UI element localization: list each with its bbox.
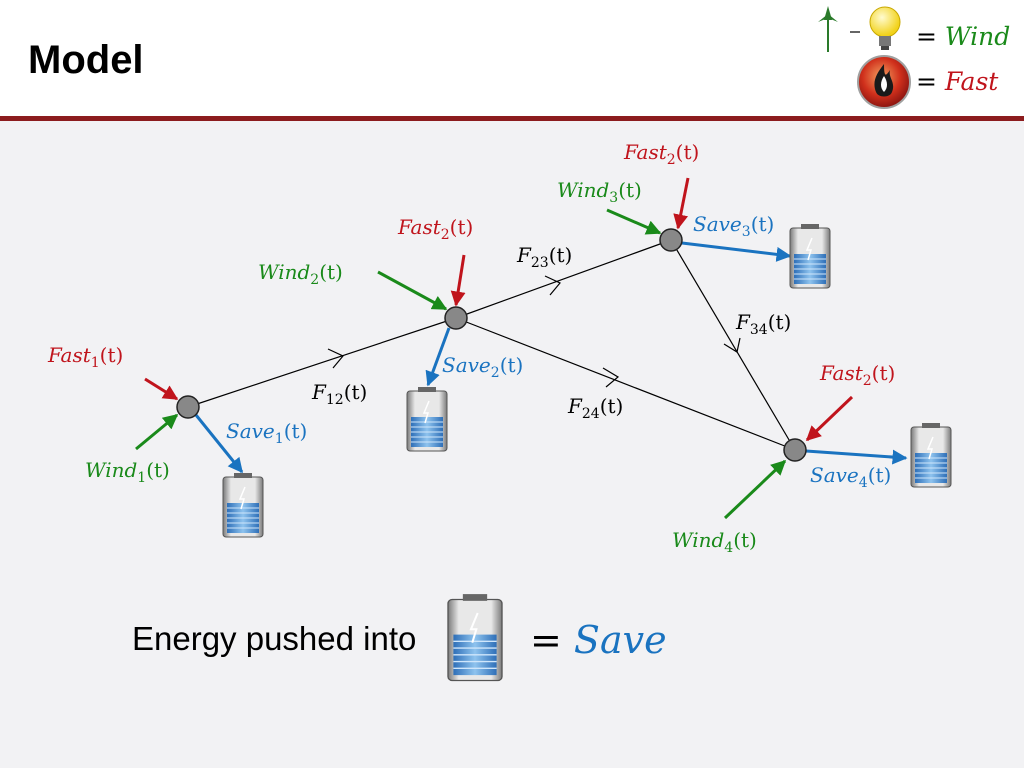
battery-4-icon bbox=[910, 422, 952, 488]
node-2 bbox=[444, 306, 468, 330]
node-1-group: Fast1(t) Wind1(t) Save1(t) bbox=[47, 343, 307, 538]
wind-3-arrow bbox=[606, 208, 662, 235]
fast-1-label: Fast1(t) bbox=[47, 343, 123, 371]
footer-equation: = Save bbox=[530, 618, 667, 662]
legend: = Wind = Fast bbox=[816, 2, 1010, 110]
node-3-group: Fast2(t) Wind3(t) Save3(t) bbox=[557, 140, 831, 289]
node-4-group: Fast2(t) Wind4(t) Save4(t) bbox=[672, 361, 952, 556]
wind-4-label: Wind4(t) bbox=[672, 528, 757, 556]
fast-1-arrow bbox=[144, 377, 179, 401]
legend-fast-eq: = bbox=[916, 67, 945, 96]
lightbulb-icon bbox=[864, 2, 906, 54]
wind-2-arrow bbox=[377, 270, 448, 311]
legend-wind-label: Wind bbox=[945, 22, 1010, 51]
wind-1-arrow bbox=[135, 413, 179, 451]
save-4-label: Save4(t) bbox=[810, 463, 891, 491]
footer-text: Energy pushed into bbox=[132, 620, 417, 657]
slide-header: Model bbox=[0, 0, 1024, 118]
save-4-arrow bbox=[805, 449, 908, 465]
edge-1-2-arrow bbox=[327, 348, 344, 369]
battery-3-icon bbox=[789, 223, 831, 289]
edges bbox=[187, 239, 796, 451]
edge-2-3 bbox=[455, 239, 672, 319]
save-3-label: Save3(t) bbox=[693, 212, 774, 240]
edge-3-4 bbox=[670, 239, 796, 451]
save-2-label: Save2(t) bbox=[442, 353, 523, 381]
fire-icon bbox=[856, 55, 912, 110]
wind-2-label: Wind2(t) bbox=[258, 260, 343, 288]
slide-title: Model bbox=[28, 38, 144, 82]
legend-fast-label: Fast bbox=[944, 67, 999, 96]
fast-3-label: Fast2(t) bbox=[623, 140, 699, 168]
wind-1-label: Wind1(t) bbox=[85, 458, 170, 486]
edge-2-4-arrow bbox=[602, 367, 620, 388]
edge-3-4-arrow bbox=[723, 337, 741, 353]
footer-battery-icon bbox=[446, 593, 504, 682]
battery-2-icon bbox=[406, 386, 448, 452]
header-divider bbox=[0, 116, 1024, 121]
wind-3-label: Wind3(t) bbox=[557, 178, 642, 206]
footer-save-label: Save bbox=[574, 618, 667, 662]
battery-1-icon bbox=[222, 472, 264, 538]
legend-wind-eq: = bbox=[916, 22, 945, 51]
edge-2-3-arrow bbox=[544, 275, 561, 296]
node-1 bbox=[176, 395, 200, 419]
fast-4-arrow bbox=[805, 395, 854, 442]
edge-1-2 bbox=[187, 317, 457, 408]
node-2-group: Fast2(t) Wind2(t) Save2(t) bbox=[258, 215, 523, 452]
wind-turbine-icon bbox=[816, 4, 840, 54]
edge-label-34: F34(t) bbox=[735, 310, 791, 338]
fast-2-arrow bbox=[450, 254, 466, 307]
legend-wind-equals: = Wind bbox=[916, 22, 1010, 51]
fast-3-arrow bbox=[673, 177, 690, 230]
edge-label-23: F23(t) bbox=[516, 243, 572, 271]
fast-4-label: Fast2(t) bbox=[819, 361, 895, 389]
edge-2-4 bbox=[455, 317, 796, 451]
save-2-arrow bbox=[425, 327, 451, 387]
save-1-label: Save1(t) bbox=[226, 419, 307, 447]
save-1-arrow bbox=[194, 414, 244, 474]
node-3 bbox=[659, 228, 683, 252]
save-3-arrow bbox=[681, 241, 792, 262]
wind-4-arrow bbox=[723, 459, 787, 520]
footer-eq: = bbox=[530, 618, 574, 662]
edge-label-12: F12(t) bbox=[311, 380, 367, 408]
legend-fast-equals: = Fast bbox=[916, 67, 999, 96]
node-4 bbox=[783, 438, 807, 462]
edge-label-24: F24(t) bbox=[567, 394, 623, 422]
fast-2-label: Fast2(t) bbox=[397, 215, 473, 243]
